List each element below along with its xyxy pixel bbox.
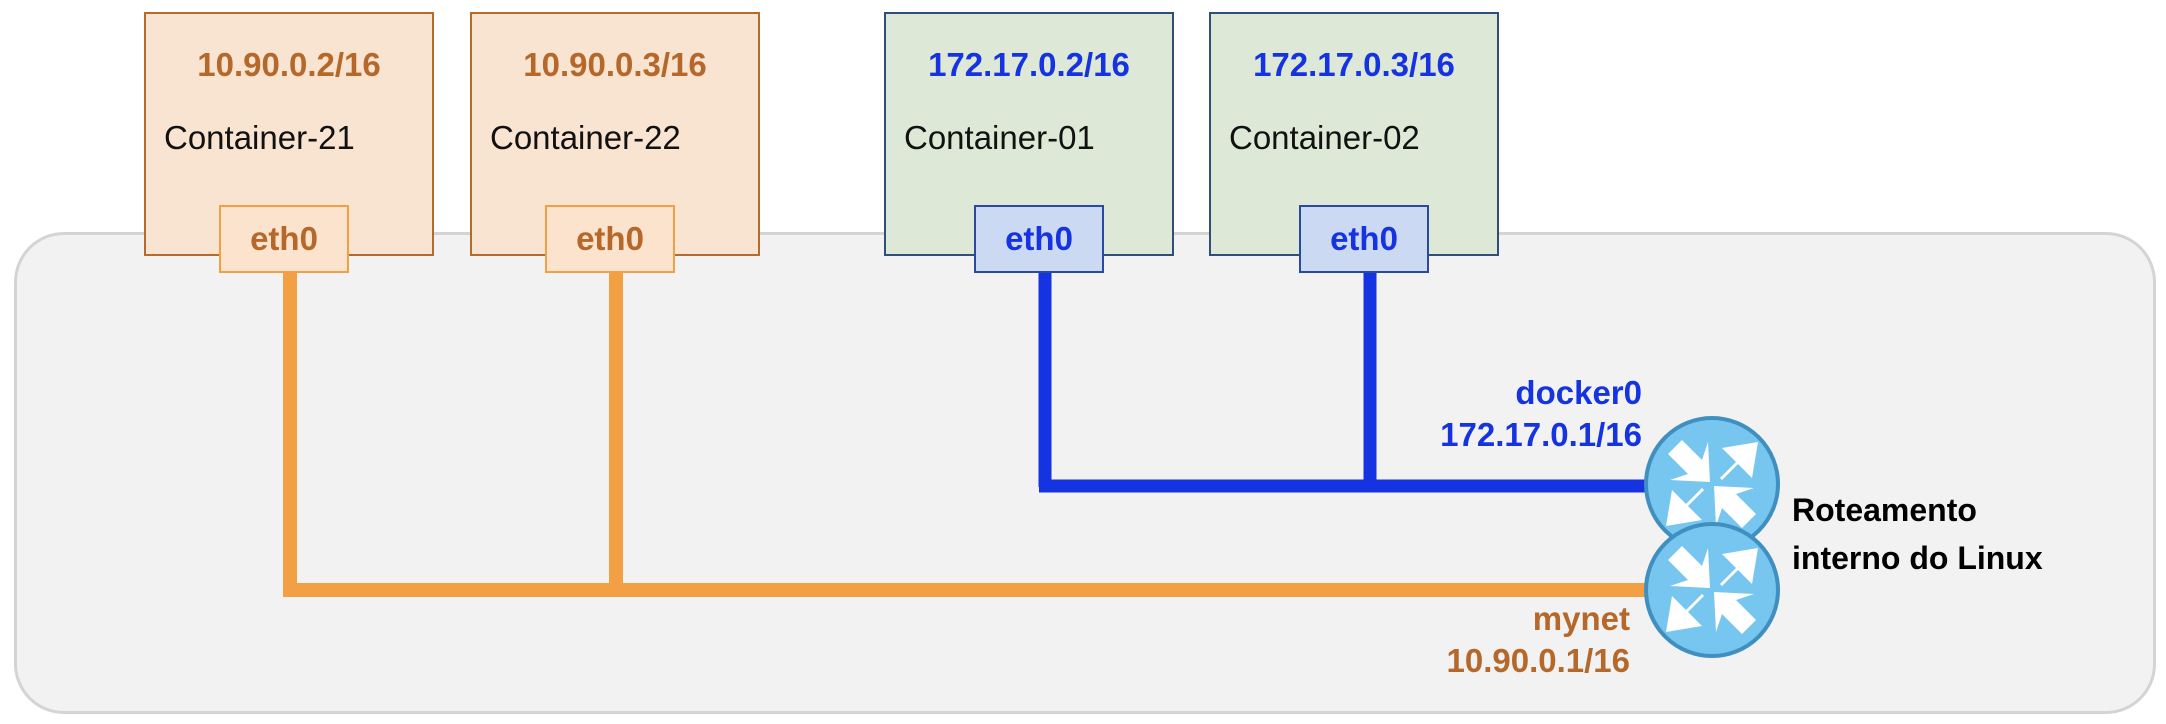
router-label: Roteamento interno do Linux: [1792, 486, 2043, 582]
container-01-eth0: eth0: [974, 205, 1104, 273]
container-22-eth0: eth0: [545, 205, 675, 273]
docker0-ip: 172.17.0.1/16: [1440, 416, 1642, 453]
container-21-eth0: eth0: [219, 205, 349, 273]
container-01-name: Container-01: [904, 119, 1095, 156]
mynet-name: mynet: [1532, 600, 1630, 637]
mynet-router-icon: [1644, 522, 1780, 658]
container-21-name: Container-21: [164, 119, 355, 156]
container-22-name: Container-22: [490, 119, 681, 156]
router-icon: [1644, 416, 1780, 658]
router-label-line2: interno do Linux: [1792, 540, 2043, 576]
container-02-name: Container-02: [1229, 119, 1420, 156]
docker0-name: docker0: [1515, 374, 1642, 411]
docker0-label: docker0 172.17.0.1/16: [1440, 374, 1642, 454]
container-21-ip: 10.90.0.2/16: [197, 46, 381, 83]
container-02-ip: 172.17.0.3/16: [1253, 46, 1455, 83]
container-22-ip: 10.90.0.3/16: [523, 46, 707, 83]
mynet-label: mynet 10.90.0.1/16: [1447, 600, 1631, 680]
container-02-eth0: eth0: [1299, 205, 1429, 273]
docker0-router-icon: [1644, 416, 1780, 552]
router-label-line1: Roteamento: [1792, 492, 1977, 528]
docker-host-area: [14, 232, 2156, 714]
mynet-ip: 10.90.0.1/16: [1446, 642, 1631, 679]
container-01-ip: 172.17.0.2/16: [928, 46, 1130, 83]
